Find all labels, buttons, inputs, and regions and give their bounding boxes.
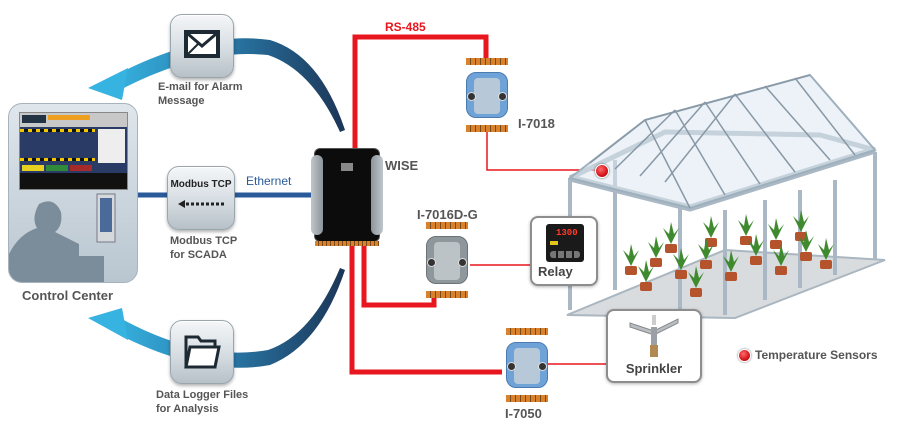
legend-temperature-sensors: Temperature Sensors [755,348,878,362]
module-i7016dg[interactable] [420,222,474,298]
datalog-caption-1: Data Logger Files [156,389,249,401]
datalog-arrow-head [88,308,128,340]
rs485-bus-3 [349,238,502,375]
modbus-caption-1: Modbus TCP [170,235,238,247]
email-caption-1: E-mail for Alarm [158,81,243,93]
module-i7018-label: I-7018 [518,116,555,131]
ethernet-label: Ethernet [246,174,292,188]
module-i7016dg-label: I-7016D-G [417,207,478,222]
temperature-sensor[interactable] [595,164,609,178]
module-i7050[interactable] [500,328,554,402]
folder-icon [184,335,221,369]
left-arrow-dotted-icon [178,200,224,208]
wise-label: WISE [385,158,419,173]
sprinkler-icon [629,315,679,357]
legend-sensor-dot [738,349,751,362]
rs485-bus [352,34,489,148]
email-arrow [110,38,345,132]
greenhouse-illustration [566,73,886,320]
sprinkler-label: Sprinkler [625,361,683,376]
rs485-bus-2 [361,238,437,308]
scada-screen [19,112,128,190]
module-i7050-label: I-7050 [505,406,542,421]
relay-display: 1300 [556,228,578,238]
modbus-caption-2: for SCADA [170,249,227,261]
wise-controller[interactable] [311,148,383,246]
relay-controller-icon: 1300 [546,224,584,262]
email-arrow-head [88,68,128,100]
datalog-arrow [110,268,345,368]
data-logger-button[interactable] [170,320,234,384]
email-button[interactable] [170,14,234,78]
relay-label: Relay [538,264,573,279]
modbus-tcp-box-title: Modbus TCP [170,179,232,190]
email-caption-2: Message [158,95,205,107]
operator-silhouette [9,193,116,282]
sensor-wire [486,132,601,171]
control-center-label: Control Center [22,288,113,303]
control-center[interactable] [8,103,138,283]
relay-card[interactable]: 1300 Relay [530,216,598,286]
module-i7018[interactable] [460,58,514,132]
modbus-tcp-button[interactable]: Modbus TCP [167,166,235,230]
sprinkler-card[interactable]: Sprinkler [606,309,702,383]
datalog-caption-2: for Analysis [156,403,219,415]
envelope-icon [184,30,220,58]
potted-plants [623,210,834,297]
rs485-label: RS-485 [385,20,426,34]
